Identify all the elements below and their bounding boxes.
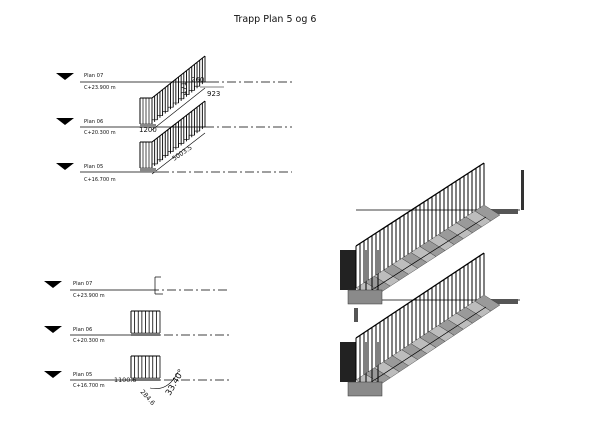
bottom-section-view: Plan 07 C+23.900 m Plan 06 C+20.300 m Pl… <box>44 276 230 407</box>
base-landing <box>347 381 383 397</box>
column-marker-right <box>521 170 524 210</box>
level-elevation: C+16.700 m <box>84 177 116 183</box>
level-marker-plan-05: Plan 05 C+16.700 m <box>56 163 116 183</box>
handrail <box>151 100 206 143</box>
drawing-title: Trapp Plan 5 og 6 <box>233 14 316 25</box>
dimension-rail-height: 1200 <box>139 126 157 134</box>
level-marker-plan-06: Plan 06 C+20.300 m <box>44 326 105 344</box>
step-tread <box>474 294 501 312</box>
stair-3d-flight-upper <box>340 162 501 305</box>
level-name: Plan 06 <box>73 327 92 333</box>
level-marker-plan-07: Plan 07 C+23.900 m <box>56 73 116 91</box>
level-elevation: C+20.300 m <box>73 338 105 344</box>
handrail <box>151 55 206 99</box>
stair-section-plan-07 <box>154 276 163 295</box>
level-name: Plan 07 <box>73 281 92 287</box>
level-elevation: C+20.300 m <box>84 130 116 136</box>
slab-hatch-middle <box>488 299 518 304</box>
level-name: Plan 07 <box>84 73 103 79</box>
level-elevation: C+16.700 m <box>73 383 105 389</box>
level-triangle-icon <box>56 118 74 125</box>
stair-flight-narrow-upper <box>130 310 161 336</box>
level-triangle-icon <box>56 163 74 170</box>
level-name: Plan 06 <box>84 119 103 125</box>
dimension-flight-length: 5003.5 <box>171 144 194 163</box>
column-marker-left <box>354 308 358 322</box>
landing-slab-hatch <box>140 168 156 172</box>
level-triangle-icon <box>44 326 62 333</box>
level-triangle-icon <box>44 281 62 288</box>
top-section-view: Plan 07 C+23.900 m Plan 06 C+20.300 m Pl… <box>56 55 292 183</box>
landing-slab-hatch <box>140 124 156 128</box>
stair-flight-upper <box>139 55 206 131</box>
stair-flight-lower <box>139 100 206 175</box>
dimension-depth: 284.6 <box>139 388 157 407</box>
stair-flight-narrow-lower <box>130 355 161 381</box>
stringer-line <box>151 132 206 175</box>
stair-3d-flight-lower <box>340 252 501 397</box>
stair-profile <box>140 81 205 125</box>
dimension-angle: 33.40° <box>164 368 187 398</box>
end-wall <box>340 342 356 382</box>
end-wall <box>340 250 356 290</box>
base-landing <box>347 289 383 305</box>
angle-arc <box>149 371 179 389</box>
handrail <box>355 162 485 247</box>
dimension-tread: 260 <box>191 76 204 84</box>
stringer-line <box>151 87 206 131</box>
dimension-width: 1100.6 <box>114 376 136 384</box>
level-elevation: C+23.900 m <box>84 85 116 91</box>
level-elevation: C+23.900 m <box>73 293 105 299</box>
slab-hatch-upper <box>488 209 518 214</box>
dimension-landing: 923 <box>207 90 220 98</box>
level-triangle-icon <box>44 371 62 378</box>
level-marker-plan-05: Plan 05 C+16.700 m <box>44 371 105 389</box>
dimension-riser: 171 <box>180 82 188 95</box>
level-triangle-icon <box>56 73 74 80</box>
stair-3d-view <box>340 162 524 397</box>
level-name: Plan 05 <box>73 372 92 378</box>
level-marker-plan-07: Plan 07 C+23.900 m <box>44 281 105 299</box>
handrail <box>355 252 485 339</box>
level-marker-plan-06: Plan 06 C+20.300 m <box>56 118 116 136</box>
level-name: Plan 05 <box>84 164 103 170</box>
base-hatch <box>131 333 160 336</box>
base-hatch <box>131 378 160 381</box>
